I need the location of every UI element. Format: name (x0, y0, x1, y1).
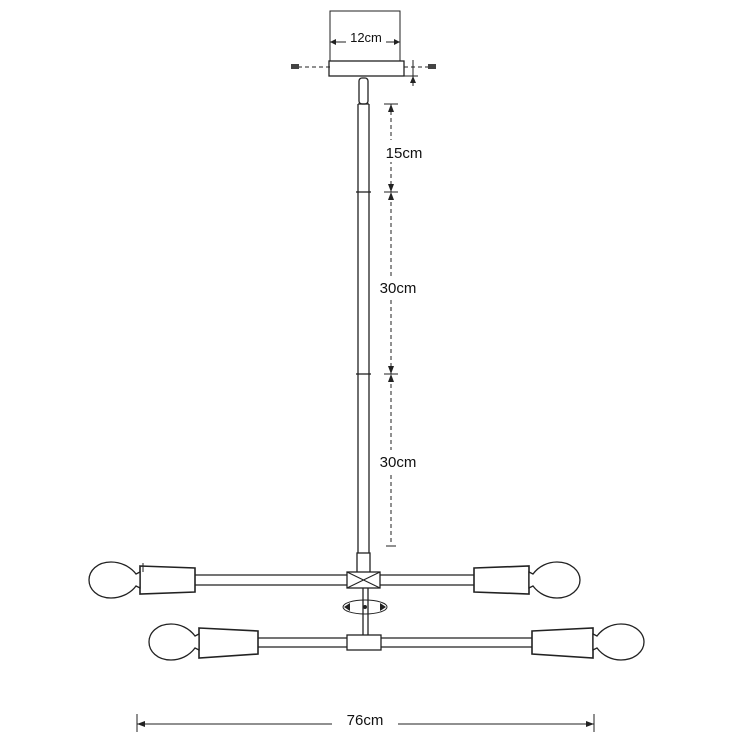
upper-arm (88, 561, 581, 599)
socket-icon (198, 627, 259, 659)
rod-segment-3-label: 30cm (380, 454, 417, 471)
socket-icon (531, 627, 594, 659)
rotation-arrow-icon (342, 588, 388, 636)
bulb-icon (148, 623, 200, 661)
overall-width-dimension: 76cm (136, 711, 595, 732)
bulb-icon (88, 561, 141, 599)
bulb-icon (528, 561, 581, 599)
screw-icon (291, 64, 299, 69)
socket-icon (473, 565, 530, 595)
ceiling-canopy: 12cm (291, 10, 436, 86)
socket-icon (139, 565, 196, 595)
canopy-width-label: 12cm (350, 30, 382, 45)
rod-segment-1-label: 15cm (386, 145, 423, 162)
overall-width-label: 76cm (347, 712, 384, 729)
rod-dimensions: 15cm 30cm 30cm (373, 103, 425, 547)
central-rod (356, 77, 371, 576)
rod-segment-2-label: 30cm (380, 280, 417, 297)
screw-icon (428, 64, 436, 69)
lower-arm (148, 623, 645, 661)
bulb-icon (592, 623, 645, 661)
